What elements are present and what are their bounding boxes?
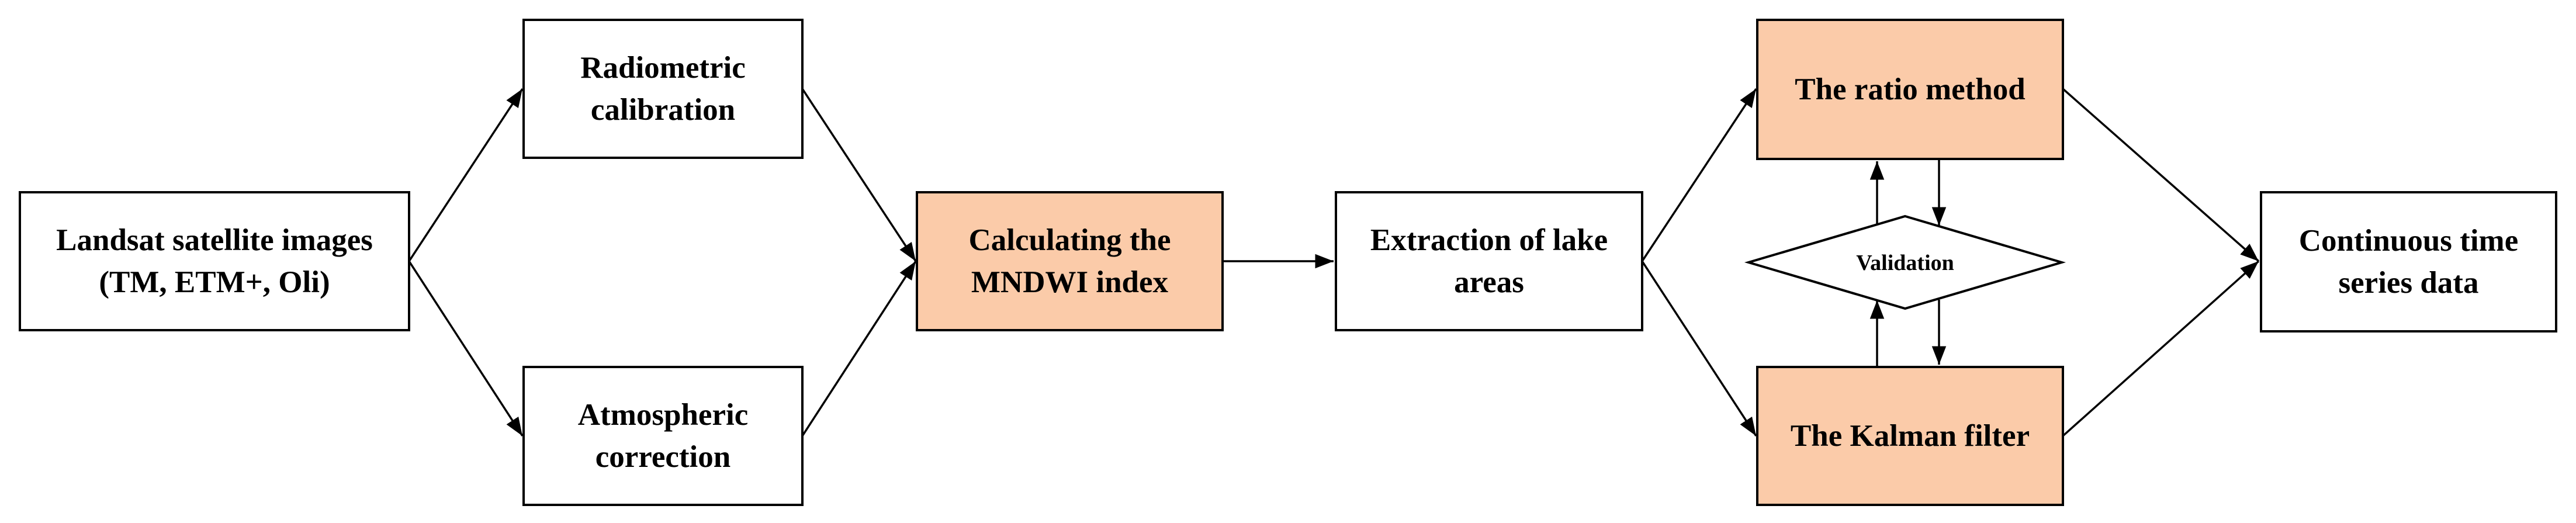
node-radiometric-calibration: Radiometric calibration bbox=[522, 19, 804, 159]
arrow-radiometric-to-mndwi bbox=[801, 88, 917, 262]
arrow-extraction-to-kalman bbox=[1641, 261, 1757, 437]
validation-label: Validation bbox=[1856, 251, 1954, 275]
node-atmospheric-correction: Atmospheric correction bbox=[522, 366, 804, 506]
arrow-atmospheric-to-mndwi bbox=[801, 261, 917, 437]
validation-diamond bbox=[1744, 214, 2066, 310]
node-lake-extraction: Extraction of lake areas bbox=[1335, 191, 1643, 331]
node-mndwi: Calculating the MNDWI index bbox=[916, 191, 1224, 331]
node-continuous-time-series: Continuous time series data bbox=[2260, 191, 2557, 332]
arrow-landsat-to-radiometric bbox=[408, 88, 524, 262]
arrow-ratio-to-continuous bbox=[2062, 88, 2260, 262]
node-ratio-method: The ratio method bbox=[1756, 19, 2064, 160]
arrow-extraction-to-ratio bbox=[1641, 88, 1757, 262]
arrow-kalman-to-continuous bbox=[2062, 260, 2260, 437]
arrow-landsat-to-atmospheric bbox=[408, 261, 524, 437]
node-landsat: Landsat satellite images (TM, ETM+, Oli) bbox=[19, 191, 410, 331]
node-kalman-filter: The Kalman filter bbox=[1756, 366, 2064, 506]
